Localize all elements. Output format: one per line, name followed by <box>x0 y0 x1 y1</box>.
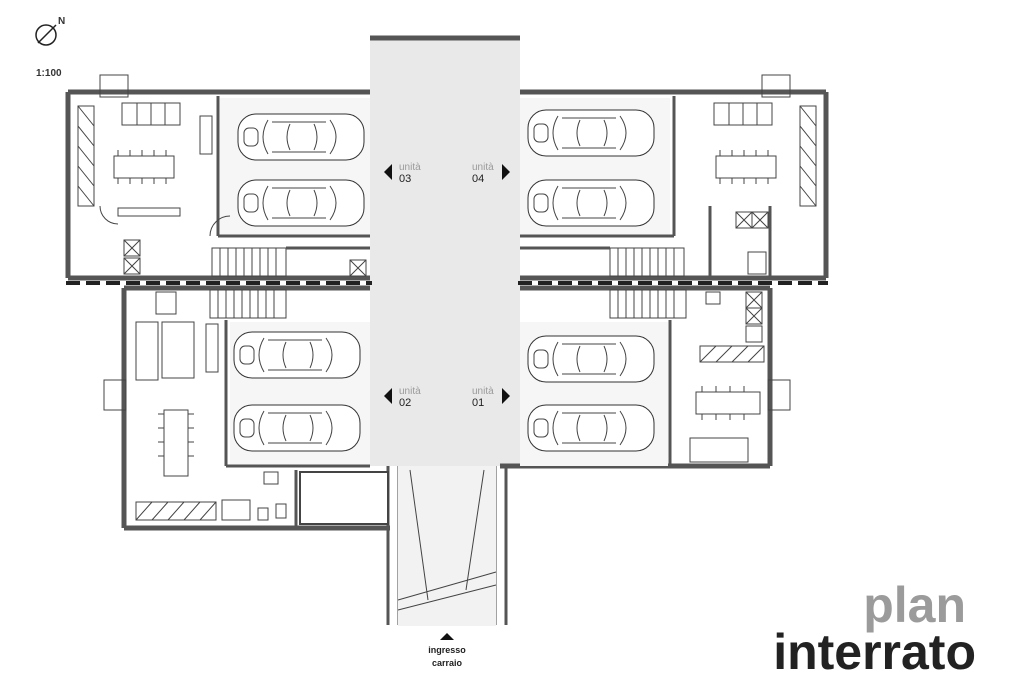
title-plan: plan <box>863 577 966 633</box>
arrow-up-icon <box>440 633 454 640</box>
unit-label: unità <box>399 162 421 173</box>
unit-number: 02 <box>399 397 411 409</box>
unit-label: unità <box>472 386 494 397</box>
scale-label: 1:100 <box>36 68 62 79</box>
unit-number: 01 <box>472 397 484 409</box>
arrow-left-icon <box>384 388 392 404</box>
entrance-label: carraio <box>432 658 463 668</box>
unit-label: unità <box>399 386 421 397</box>
driveway-ramp <box>398 466 496 626</box>
arrow-left-icon <box>384 164 392 180</box>
entrance-label: ingresso <box>428 645 466 655</box>
unit-number: 03 <box>399 173 411 185</box>
north-label: N <box>58 16 65 27</box>
unit-label: unità <box>472 162 494 173</box>
compass-icon <box>35 24 57 46</box>
arrow-right-icon <box>502 388 510 404</box>
unit-number: 04 <box>472 173 484 185</box>
title-level: interrato <box>773 624 976 680</box>
central-corridor <box>370 38 520 466</box>
arrow-right-icon <box>502 164 510 180</box>
